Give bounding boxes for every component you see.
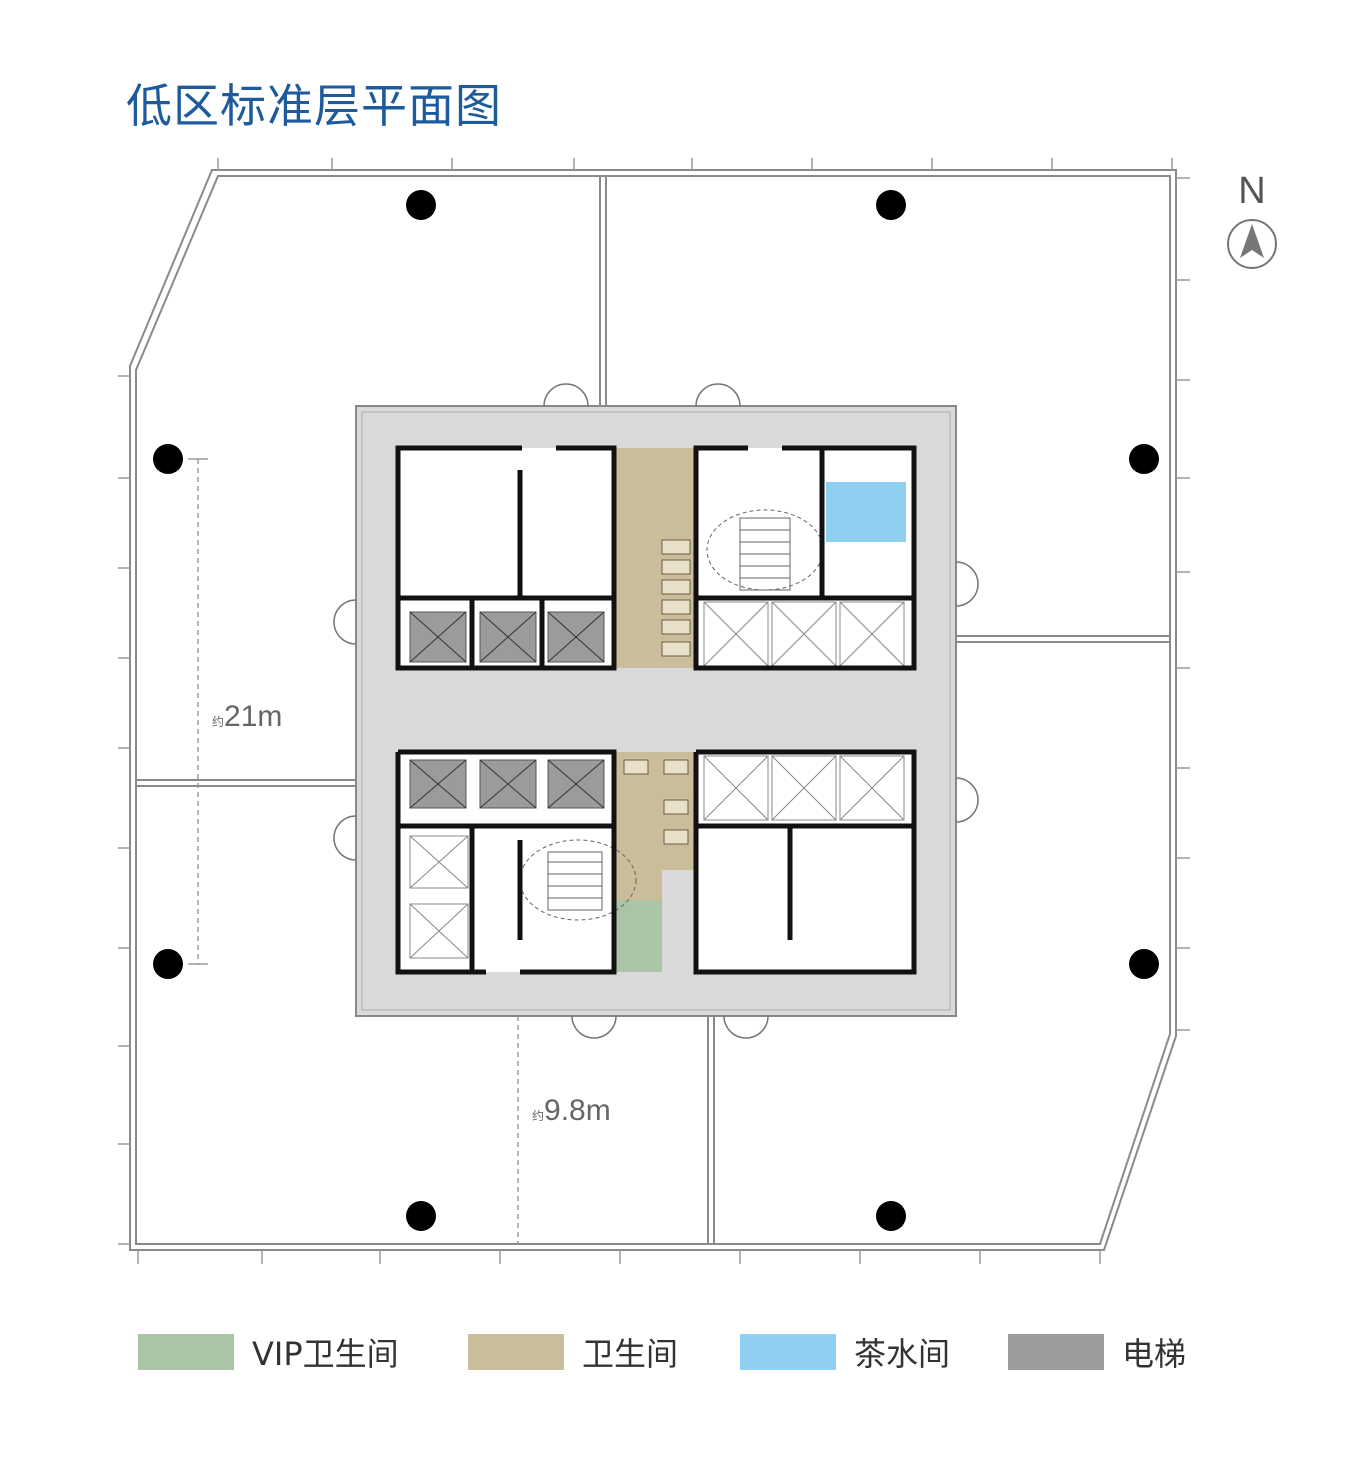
compass: N — [1224, 170, 1280, 270]
legend-item-pantry: 茶水间 — [740, 1333, 950, 1373]
page-title: 低区标准层平面图 — [126, 79, 502, 133]
legend-label: 茶水间 — [854, 1335, 951, 1373]
legend-label: VIP卫生间 — [252, 1335, 399, 1373]
legend-item-elevator: 电梯 — [1008, 1333, 1186, 1373]
dimension-value: 9.8m — [544, 1094, 611, 1127]
perimeter-ticks — [118, 158, 1190, 1264]
core — [333, 383, 979, 1039]
legend-item-vip-toilet: VIP卫生间 — [138, 1333, 399, 1373]
structural-columns — [153, 190, 1159, 1231]
legend-label: 电梯 — [1122, 1335, 1187, 1373]
legend-label: 卫生间 — [582, 1335, 679, 1373]
dimension-prefix: 约 — [532, 1109, 545, 1123]
north-arrow-icon — [1227, 219, 1277, 269]
dimension-prefix: 约 — [212, 715, 225, 729]
legend-swatch — [138, 1334, 234, 1370]
dimension-value: 21m — [224, 700, 283, 733]
dimension-label-9-8m: 约9.8m — [532, 1094, 611, 1128]
legend-swatch — [468, 1334, 564, 1370]
dimension-lines — [188, 458, 519, 1244]
partition-walls — [136, 176, 1170, 1244]
north-label: N — [1238, 170, 1266, 212]
dimension-label-21m: 约21m — [212, 700, 282, 734]
legend-item-toilet: 卫生间 — [468, 1333, 678, 1373]
legend-swatch — [740, 1334, 836, 1370]
legend-swatch — [1008, 1334, 1104, 1370]
building-outline — [129, 169, 1177, 1251]
